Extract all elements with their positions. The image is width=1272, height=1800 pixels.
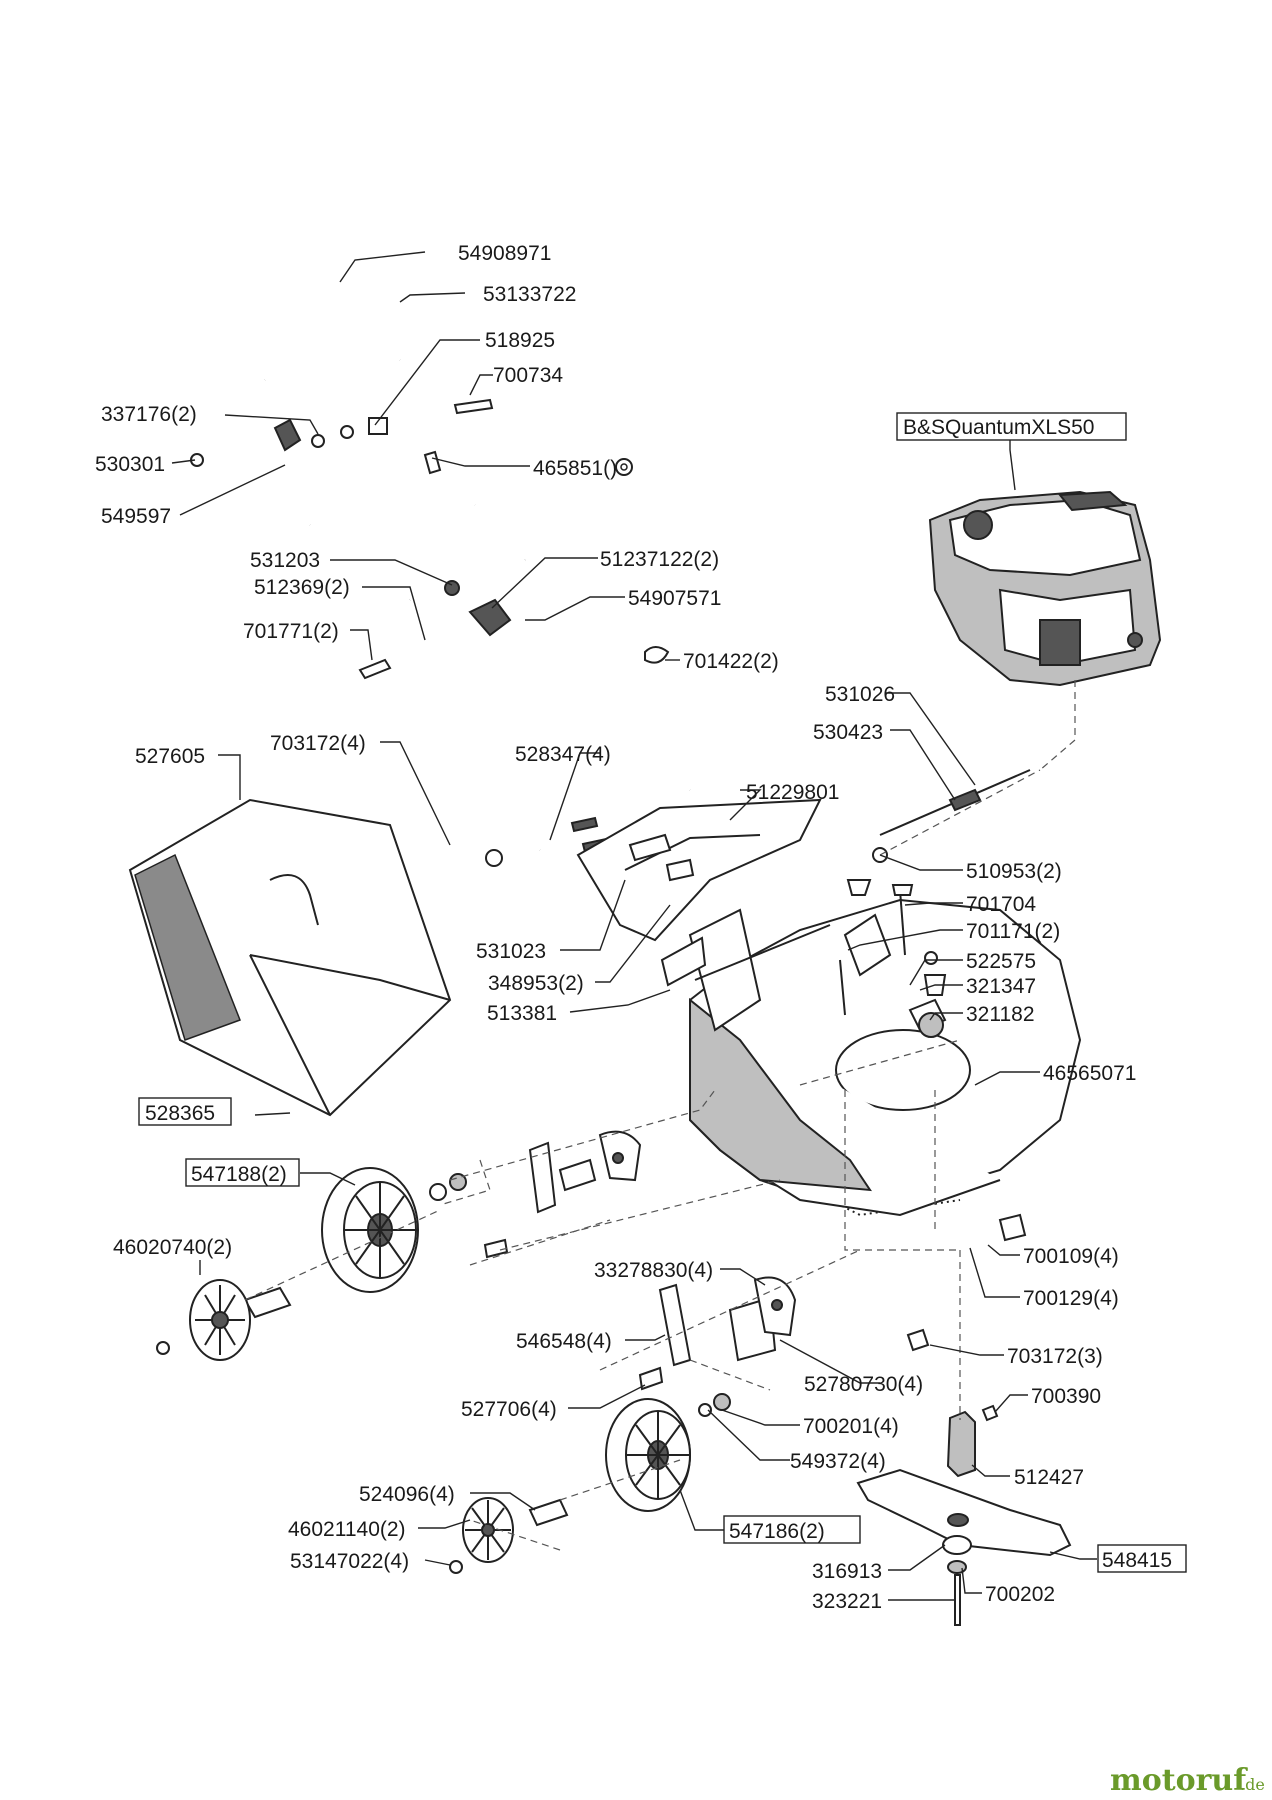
part-label: 700390 <box>1031 1385 1101 1408</box>
engine-drawing <box>928 490 1162 687</box>
part-label: 548415 <box>1102 1549 1172 1572</box>
part-label: 51237122(2) <box>600 548 719 571</box>
rear-wheel-assembly-drawing <box>449 1276 797 1574</box>
watermark-suffix: .de <box>1240 1775 1265 1794</box>
part-label: 33278830(4) <box>594 1259 713 1282</box>
part-label: 512369(2) <box>254 576 350 599</box>
part-labels: 54908971 53133722 518925 700734 337176(2… <box>95 242 1172 1613</box>
lower-handle-drawing <box>358 557 693 867</box>
part-label: 701422(2) <box>683 650 779 673</box>
part-label: 316913 <box>812 1560 882 1583</box>
part-label: 700201(4) <box>803 1415 899 1438</box>
engine-model-label: B&SQuantumXLS50 <box>903 416 1094 439</box>
alignment-lines <box>244 680 1076 1551</box>
part-label: 530423 <box>813 721 883 744</box>
recycling-icon <box>615 458 633 476</box>
part-label: 531023 <box>476 940 546 963</box>
part-label: 527605 <box>135 745 205 768</box>
part-label: 522575 <box>966 950 1036 973</box>
watermark-brand: motoruf <box>1110 1763 1248 1798</box>
part-label: 531026 <box>825 683 895 706</box>
part-label: 546548(4) <box>516 1330 612 1353</box>
part-label: 700109(4) <box>1023 1245 1119 1268</box>
part-label: 530301 <box>95 453 165 476</box>
part-label: 528347(4) <box>515 743 611 766</box>
part-label: 54908971 <box>458 242 551 265</box>
motoruf-watermark: motoruf .de <box>1110 1763 1265 1798</box>
part-label: 518925 <box>485 329 555 352</box>
part-label: 700202 <box>985 1583 1055 1606</box>
part-label: 547188(2) <box>191 1163 287 1186</box>
part-label: 54907571 <box>628 587 721 610</box>
part-label: 512427 <box>1014 1466 1084 1489</box>
part-label: 700129(4) <box>1023 1287 1119 1310</box>
leader-lines <box>171 251 1097 1601</box>
part-label: 549597 <box>101 505 171 528</box>
part-label: 46020740(2) <box>113 1236 232 1259</box>
part-label: 321347 <box>966 975 1036 998</box>
part-label: 323221 <box>812 1590 882 1613</box>
part-label: 527706(4) <box>461 1398 557 1421</box>
upper-handle-drawing <box>190 277 494 527</box>
part-label: 321182 <box>966 1003 1035 1026</box>
part-label: 465851() <box>533 457 617 480</box>
part-label: 703172(4) <box>270 732 366 755</box>
part-label: 531203 <box>250 549 320 572</box>
part-label: 701704 <box>966 893 1036 916</box>
part-label: 52780730(4) <box>804 1373 923 1396</box>
part-label: 701771(2) <box>243 620 339 643</box>
boxed-label-frames <box>138 412 1187 1573</box>
part-label: 51229801 <box>746 781 839 804</box>
part-label: 700734 <box>493 364 563 387</box>
part-label: 524096(4) <box>359 1483 455 1506</box>
part-label: 703172(3) <box>1007 1345 1103 1368</box>
grass-catcher-drawing <box>128 798 452 1117</box>
part-label: 46565071 <box>1043 1062 1136 1085</box>
blade-assembly-drawing <box>856 1328 1072 1626</box>
part-label: 513381 <box>487 1002 557 1025</box>
part-label: 528365 <box>145 1102 215 1125</box>
part-label: 53147022(4) <box>290 1550 409 1573</box>
part-label: 547186(2) <box>729 1520 825 1543</box>
part-label: 46021140(2) <box>288 1518 406 1541</box>
part-label: 549372(4) <box>790 1450 886 1473</box>
part-label: 337176(2) <box>101 403 197 426</box>
front-wheel-assembly-drawing <box>156 1130 642 1361</box>
part-label: 510953(2) <box>966 860 1062 883</box>
part-label: 53133722 <box>483 283 576 306</box>
part-label: 348953(2) <box>488 972 584 995</box>
part-label: 701171(2) <box>966 920 1060 943</box>
